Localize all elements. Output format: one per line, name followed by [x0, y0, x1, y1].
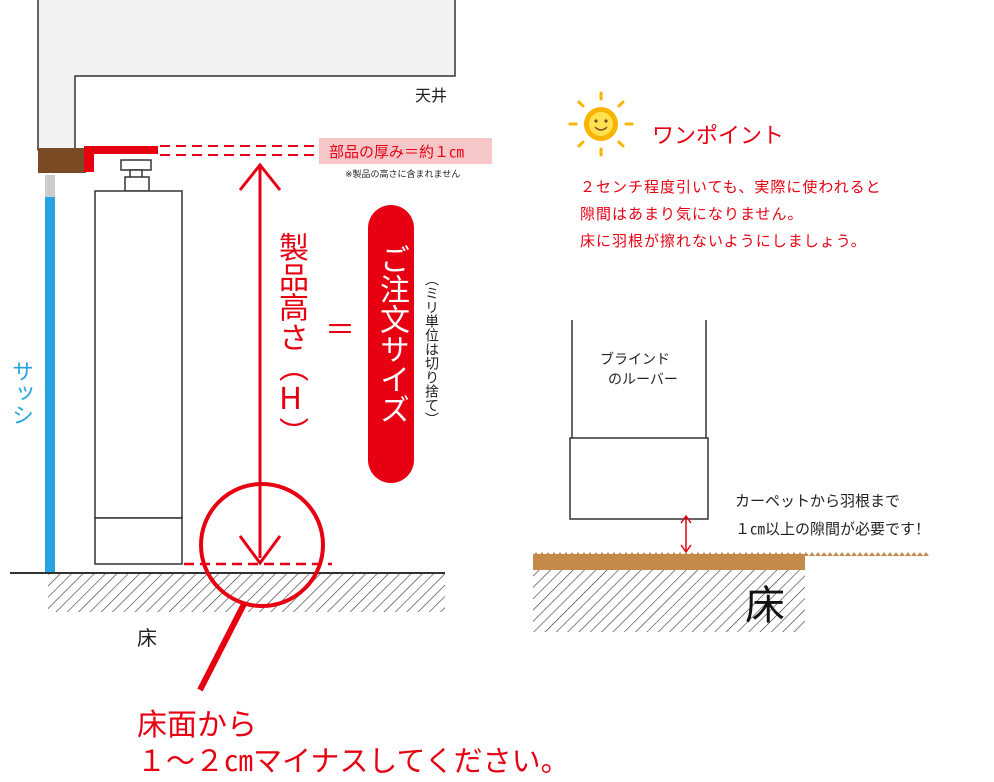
blind-body [94, 190, 183, 519]
sash-top [45, 175, 55, 197]
sash [45, 197, 55, 572]
louver-label-line1: ブラインド [600, 352, 670, 368]
height-arrow-bottom [238, 535, 282, 566]
one-point-line-1: ２センチ程度引いても、実際に使われると [580, 178, 882, 196]
thickness-note: ※製品の高さに含まれません [345, 170, 461, 180]
louver-box [569, 437, 709, 520]
floor-hatch-right [533, 570, 805, 632]
sash-label: サッシ [8, 360, 33, 426]
order-size-pill [368, 205, 414, 483]
equals-sign: ＝ [325, 313, 355, 348]
gap-arrow-top [680, 514, 692, 524]
rounding-note: （ミリ単位は切り捨て） [423, 272, 439, 426]
louver-label-line2: のルーバー [608, 372, 678, 388]
one-point-line-3: 床に羽根が擦れないようにしましょう。 [580, 232, 867, 250]
blind-head-cap [120, 159, 152, 171]
bracket-block [38, 148, 86, 173]
thickness-label: 部品の厚み＝約１㎝ [329, 143, 465, 161]
one-point-title: ワンポイント [652, 124, 785, 149]
part-thickness-red [84, 146, 158, 172]
floor-hatch-left [48, 574, 445, 612]
order-size-label: ご注文サイズ [374, 244, 409, 424]
carpet [533, 554, 805, 570]
gap-note-line2: １㎝以上の隙間が必要です！ [735, 520, 931, 538]
height-arrow-top [238, 162, 282, 191]
floor-note-line2: １～２㎝マイナスしてください。 [137, 744, 570, 778]
focus-pointer [197, 602, 247, 692]
blind-bottom-rail [94, 517, 183, 565]
floor-label-left: 床 [137, 626, 157, 650]
floor-label-right: 床 [745, 583, 785, 629]
one-point-line-2: 隙間はあまり気になりません。 [580, 205, 804, 223]
focus-circle [199, 482, 325, 608]
ceiling-label: 天井 [415, 86, 448, 105]
floor-note-line1: 床面から [137, 708, 257, 743]
sun-icon [568, 91, 634, 157]
gap-note-line1: カーペットから羽根まで [735, 492, 901, 510]
product-height-label: 製品高さ（H） [273, 232, 308, 447]
thickness-label-bg [319, 138, 492, 164]
ceiling-wall [37, 0, 456, 151]
carpet-fringe [533, 552, 929, 556]
blind-head-mount [124, 176, 150, 192]
